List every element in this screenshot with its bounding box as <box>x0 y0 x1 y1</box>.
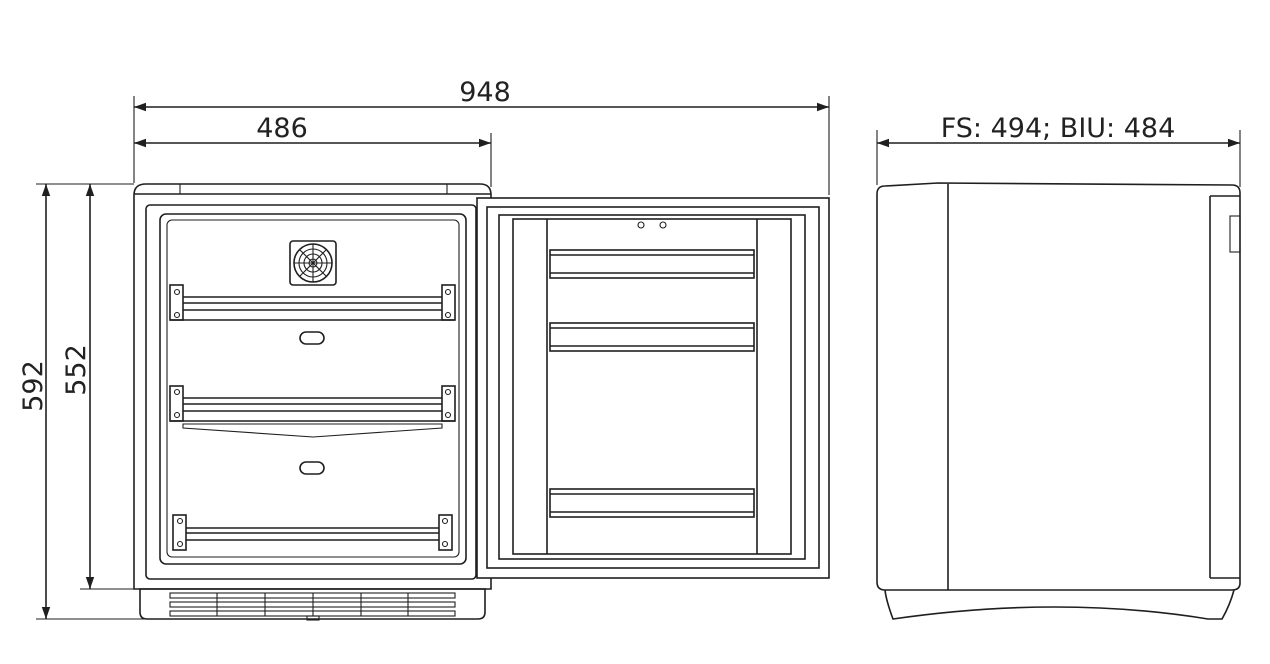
dim-label-cabinet-height: 552 <box>61 344 92 396</box>
dim-label-depth: FS: 494; BIU: 484 <box>941 113 1176 144</box>
lamp-slot-1 <box>299 331 325 345</box>
front-view-cabinet <box>133 183 492 621</box>
open-door <box>476 197 830 579</box>
side-base <box>884 589 1235 620</box>
dim-label-total-height: 592 <box>18 360 49 412</box>
shelf-2 <box>169 385 456 438</box>
door-rack-2 <box>549 322 755 352</box>
side-control-panel <box>1229 215 1241 253</box>
shelf-3 <box>172 514 453 551</box>
door-rack-3 <box>549 488 755 518</box>
shelf-1 <box>169 284 456 321</box>
fan-icon <box>289 240 337 286</box>
side-view <box>876 182 1241 620</box>
door-rack-1 <box>549 249 755 279</box>
base-vent-grille <box>139 588 486 621</box>
dim-label-cabinet-width: 486 <box>256 113 308 144</box>
dimension-lines <box>36 96 1241 620</box>
door-screw-right <box>659 221 667 229</box>
door-screw-left <box>637 221 645 229</box>
dim-label-total-width: 948 <box>459 77 511 108</box>
lamp-slot-2 <box>299 461 325 475</box>
